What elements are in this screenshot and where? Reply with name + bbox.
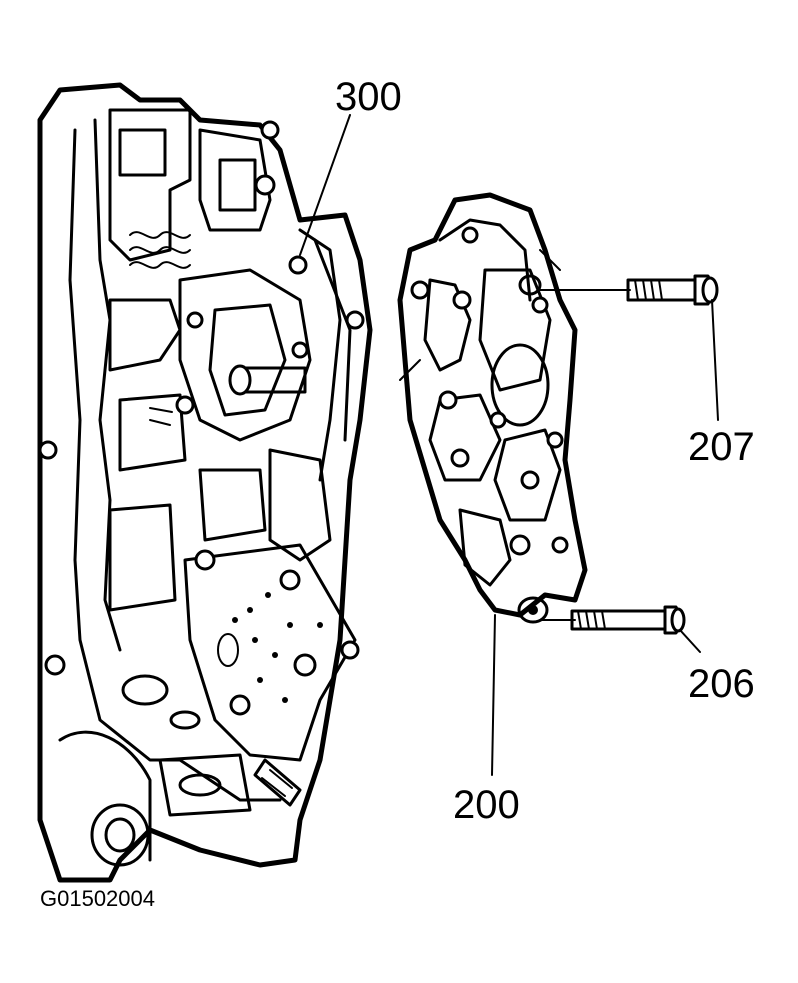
bolt-207 [539, 274, 719, 421]
callout-206: 206 [688, 662, 755, 706]
callout-207: 207 [688, 425, 755, 469]
leader-line-206 [679, 629, 701, 653]
leader-line-300 [299, 114, 351, 256]
leader-line-207 [711, 299, 719, 421]
bolt-206 [539, 605, 701, 653]
valve-body-200 [397, 192, 588, 624]
leader-line-200 [491, 614, 496, 776]
callout-300: 300 [335, 75, 402, 119]
transmission-case [37, 82, 373, 883]
spacer-plate [183, 543, 360, 807]
callout-200: 200 [453, 783, 520, 827]
figure-id: G01502004 [40, 886, 155, 911]
